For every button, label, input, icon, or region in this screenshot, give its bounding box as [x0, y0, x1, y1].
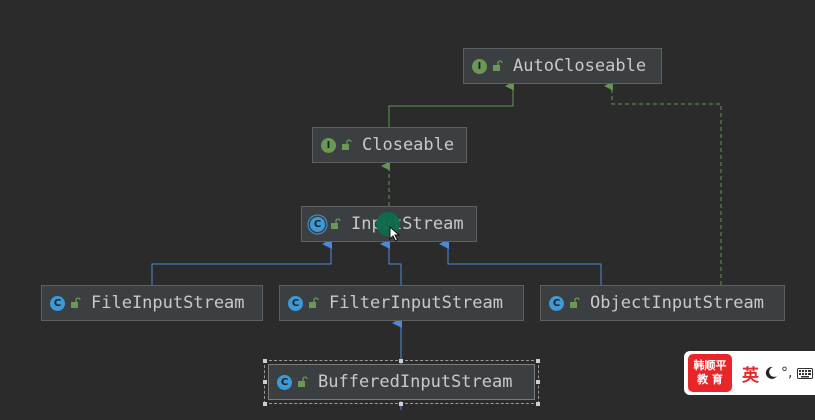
node-label: FileInputStream	[91, 293, 245, 313]
node-objectinputstream[interactable]: C ObjectInputStream	[540, 285, 785, 321]
edge-objectinputstream-autocloseable	[603, 81, 722, 285]
lock-icon	[493, 60, 503, 71]
ime-logo: 韩顺平 教 育	[688, 354, 732, 392]
lock-icon	[342, 139, 352, 150]
resize-handle-bottom-left[interactable]	[263, 402, 267, 406]
node-label: FilterInputStream	[329, 293, 503, 313]
resize-handle-top-right[interactable]	[536, 359, 540, 363]
node-label: InputStream	[351, 214, 464, 234]
resize-handle-bottom-mid[interactable]	[399, 402, 403, 406]
mouse-pointer-icon	[389, 226, 401, 242]
lock-icon	[71, 297, 81, 308]
interface-icon: I	[321, 137, 336, 153]
class-icon: C	[277, 374, 292, 390]
keyboard-icon[interactable]	[797, 367, 814, 379]
abstract-class-icon: C	[310, 216, 325, 232]
class-icon: C	[50, 295, 65, 311]
node-autocloseable[interactable]: I AutoCloseable	[463, 48, 662, 84]
resize-handle-top-mid[interactable]	[399, 359, 403, 363]
ime-toolbar[interactable]: 韩顺平 教 育 英 °,	[684, 351, 815, 395]
lock-icon	[309, 297, 319, 308]
node-label: AutoCloseable	[513, 56, 647, 76]
lock-icon	[331, 218, 341, 229]
edge-closeable-autocloseable	[388, 81, 514, 127]
node-bufferedinputstream[interactable]: C BufferedInputStream	[264, 360, 539, 404]
node-label: ObjectInputStream	[590, 293, 764, 313]
edge-objectinputstream-inputstream	[439, 239, 602, 285]
ime-language-toggle[interactable]: 英	[742, 365, 759, 386]
resize-handle-bottom-right[interactable]	[536, 402, 540, 406]
class-icon: C	[549, 295, 564, 311]
node-closeable[interactable]: I Closeable	[312, 127, 467, 163]
ime-punctuation-toggle[interactable]: °,	[781, 365, 793, 381]
ime-logo-line2: 教 育	[697, 373, 723, 386]
node-label: BufferedInputStream	[318, 372, 513, 392]
class-icon: C	[288, 295, 303, 311]
node-fileinputstream[interactable]: C FileInputStream	[41, 285, 263, 321]
ime-logo-line1: 韩顺平	[693, 359, 727, 372]
moon-icon[interactable]	[764, 366, 778, 380]
edge-filterinputstream-inputstream	[380, 239, 402, 285]
resize-handle-top-left[interactable]	[263, 359, 267, 363]
node-filterinputstream[interactable]: C FilterInputStream	[279, 285, 524, 321]
resize-handle-mid-left[interactable]	[263, 380, 267, 384]
resize-handle-mid-right[interactable]	[536, 380, 540, 384]
node-label: Closeable	[362, 135, 455, 155]
lock-icon	[298, 376, 308, 387]
edge-fileinputstream-inputstream	[151, 239, 332, 285]
interface-icon: I	[472, 58, 487, 74]
lock-icon	[570, 297, 580, 308]
